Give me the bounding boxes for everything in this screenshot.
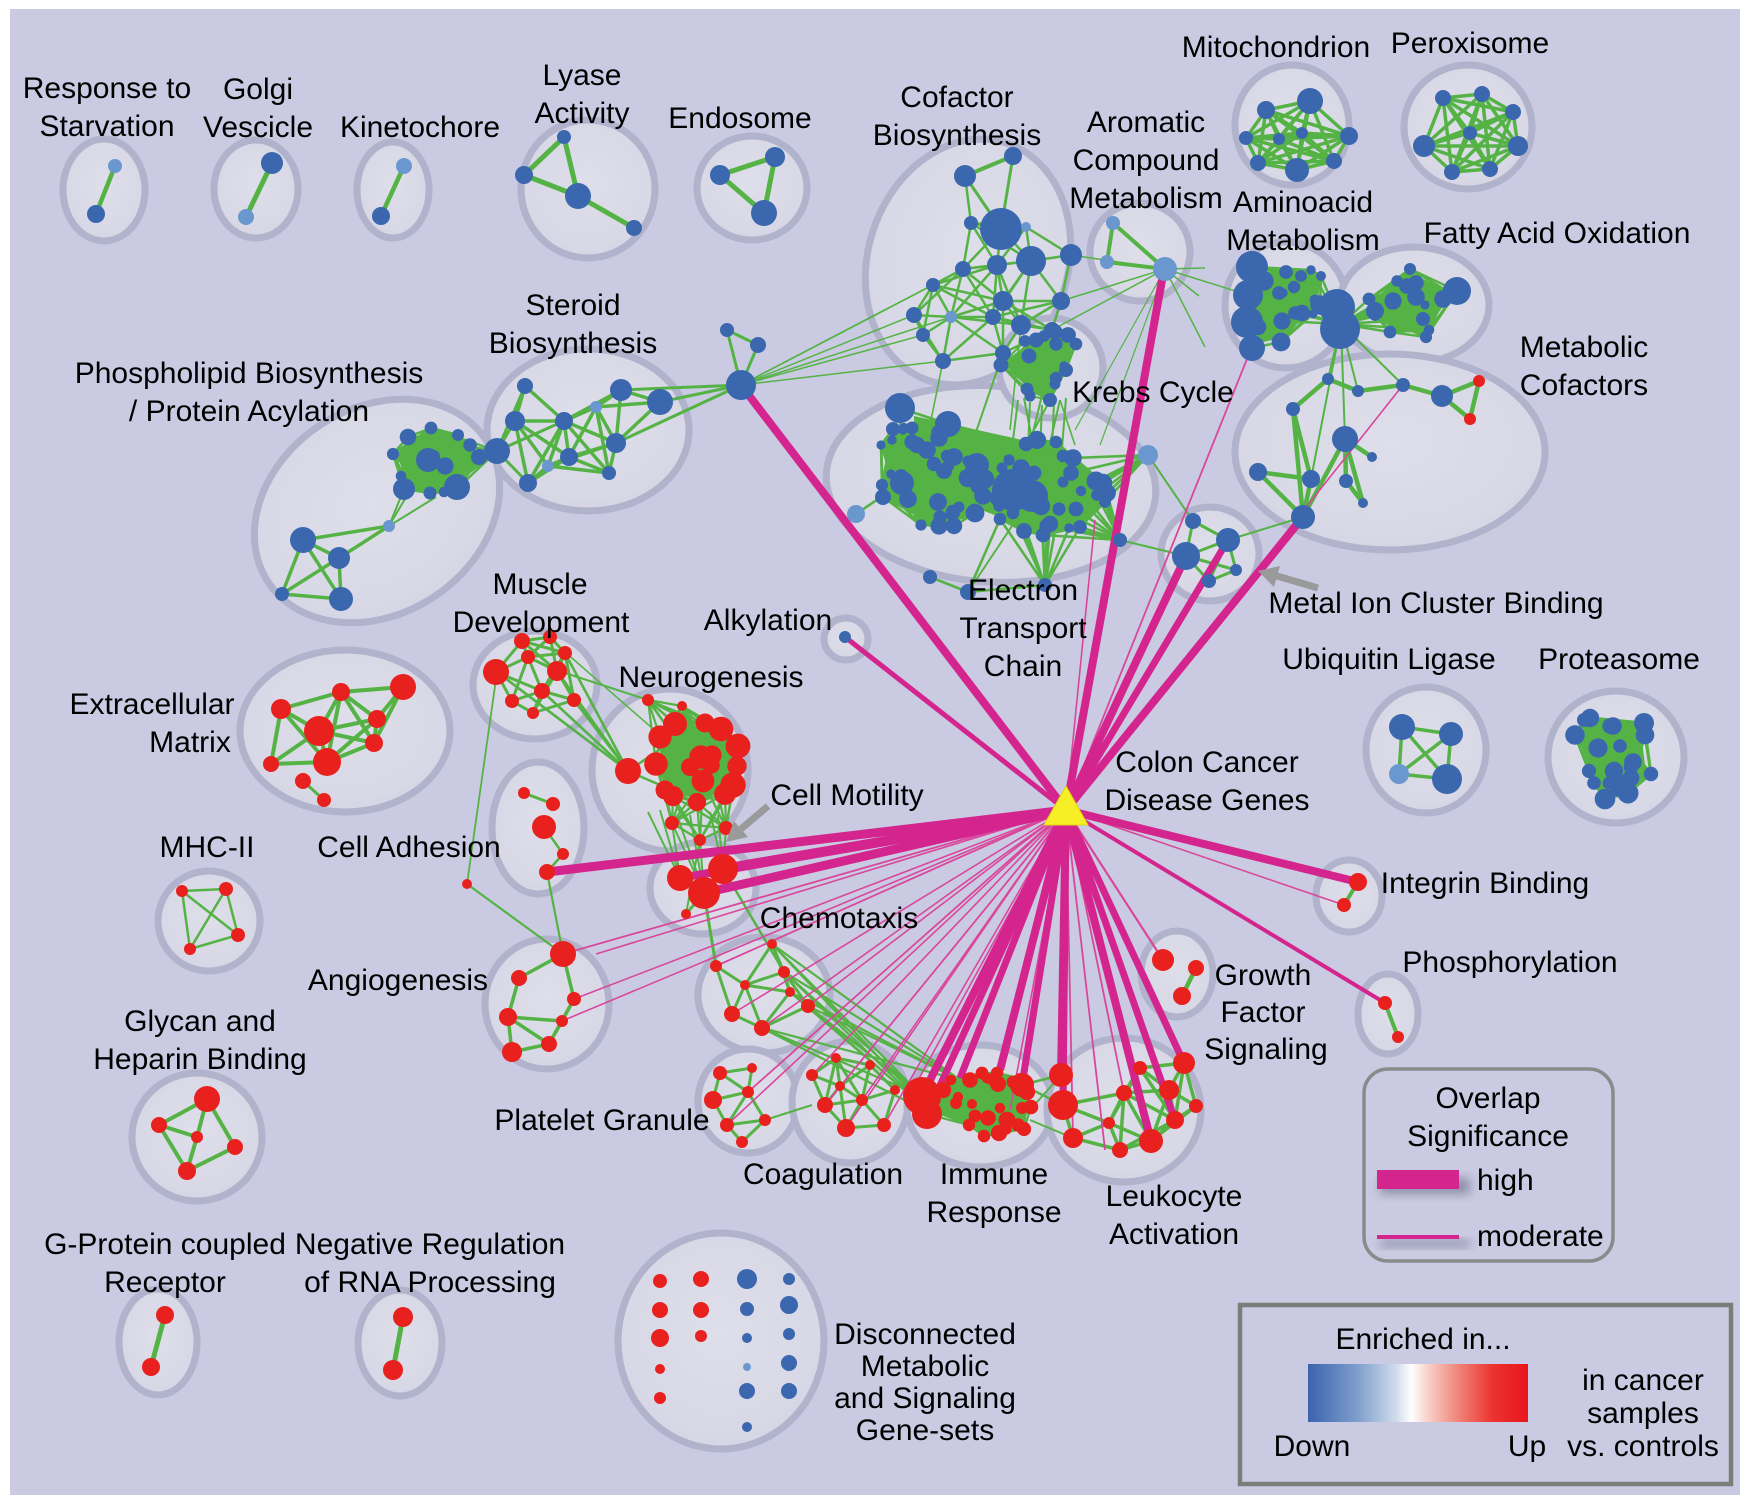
svg-text:Enriched in...: Enriched in... [1335,1323,1510,1356]
svg-text:Cofactors: Cofactors [1520,369,1648,402]
svg-text:Chemotaxis: Chemotaxis [760,902,918,935]
svg-text:Integrin Binding: Integrin Binding [1381,867,1589,900]
svg-text:Phosphorylation: Phosphorylation [1402,946,1617,979]
svg-text:Golgi: Golgi [223,73,293,106]
svg-text:Krebs Cycle: Krebs Cycle [1072,376,1234,409]
svg-text:Receptor: Receptor [104,1266,226,1299]
svg-text:Extracellular: Extracellular [69,688,234,721]
svg-text:Neurogenesis: Neurogenesis [618,661,803,694]
svg-text:Up: Up [1508,1430,1546,1463]
svg-text:Muscle: Muscle [492,568,587,601]
svg-text:Transport: Transport [959,612,1087,645]
svg-text:Alkylation: Alkylation [704,604,832,637]
svg-text:Platelet Granule: Platelet Granule [494,1104,709,1137]
svg-text:Significance: Significance [1407,1120,1569,1153]
svg-text:Signaling: Signaling [1204,1033,1327,1066]
svg-text:Disconnected: Disconnected [834,1318,1016,1351]
svg-text:Chain: Chain [984,650,1062,683]
svg-text:Glycan and: Glycan and [124,1005,276,1038]
svg-text:in cancer: in cancer [1582,1364,1704,1397]
svg-text:Vescicle: Vescicle [203,111,313,144]
svg-text:Metabolism: Metabolism [1226,224,1379,257]
svg-text:Cell Adhesion: Cell Adhesion [317,831,500,864]
svg-text:Proteasome: Proteasome [1538,643,1700,676]
svg-text:Metabolic: Metabolic [1520,331,1648,364]
svg-text:Leukocyte: Leukocyte [1106,1180,1243,1213]
svg-text:/ Protein Acylation: / Protein Acylation [129,395,369,428]
svg-text:Gene-sets: Gene-sets [856,1414,994,1447]
svg-text:Peroxisome: Peroxisome [1391,27,1549,60]
svg-text:moderate: moderate [1477,1220,1604,1253]
svg-text:Coagulation: Coagulation [743,1158,903,1191]
svg-text:Angiogenesis: Angiogenesis [308,964,488,997]
svg-text:Starvation: Starvation [39,110,174,143]
svg-text:Matrix: Matrix [149,726,231,759]
svg-text:Down: Down [1274,1430,1351,1463]
svg-text:Overlap: Overlap [1435,1082,1540,1115]
svg-text:Aminoacid: Aminoacid [1233,186,1373,219]
svg-text:Lyase: Lyase [543,59,622,92]
svg-text:Metabolic: Metabolic [861,1350,989,1383]
svg-text:and Signaling: and Signaling [834,1382,1016,1415]
svg-text:Endosome: Endosome [668,102,811,135]
svg-text:samples: samples [1587,1397,1699,1430]
svg-text:Metal Ion Cluster Binding: Metal Ion Cluster Binding [1268,587,1603,620]
svg-text:Immune: Immune [940,1158,1048,1191]
svg-text:Aromatic: Aromatic [1087,106,1205,139]
svg-text:high: high [1477,1164,1534,1197]
svg-text:Factor: Factor [1220,996,1305,1029]
svg-text:Biosynthesis: Biosynthesis [873,119,1041,152]
svg-text:Fatty Acid Oxidation: Fatty Acid Oxidation [1424,217,1691,250]
svg-text:Metabolism: Metabolism [1069,182,1222,215]
svg-text:Negative Regulation: Negative Regulation [295,1228,565,1261]
svg-text:MHC-II: MHC-II [160,831,255,864]
svg-text:Cofactor: Cofactor [900,81,1013,114]
svg-text:Colon Cancer: Colon Cancer [1115,746,1298,779]
svg-text:Cell Motility: Cell Motility [770,779,923,812]
svg-text:Development: Development [453,606,630,639]
svg-text:G-Protein coupled: G-Protein coupled [44,1228,286,1261]
svg-text:Activation: Activation [1109,1218,1239,1251]
svg-text:Growth: Growth [1215,959,1312,992]
svg-text:Electron: Electron [968,574,1078,607]
svg-text:Ubiquitin Ligase: Ubiquitin Ligase [1282,643,1495,676]
svg-text:Activity: Activity [534,97,629,130]
svg-text:vs. controls: vs. controls [1567,1430,1719,1463]
svg-text:Steroid: Steroid [525,289,620,322]
svg-text:Response to: Response to [23,72,191,105]
svg-text:Disease Genes: Disease Genes [1104,784,1309,817]
svg-text:Heparin Binding: Heparin Binding [93,1043,306,1076]
svg-text:Mitochondrion: Mitochondrion [1182,31,1370,64]
svg-text:Compound: Compound [1073,144,1220,177]
svg-text:Response: Response [926,1196,1061,1229]
svg-text:Biosynthesis: Biosynthesis [489,327,657,360]
svg-text:Kinetochore: Kinetochore [340,111,500,144]
svg-text:Phospholipid Biosynthesis: Phospholipid Biosynthesis [75,357,424,390]
svg-text:of RNA Processing: of RNA Processing [304,1266,556,1299]
